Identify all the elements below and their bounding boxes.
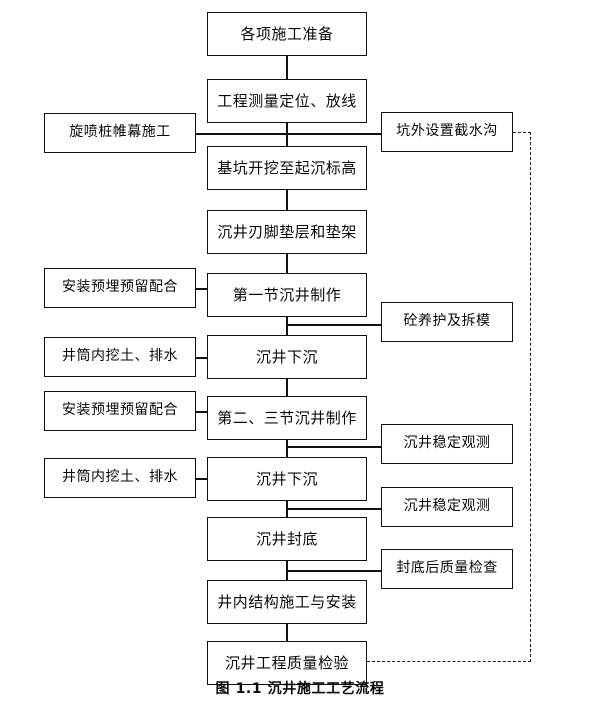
connector-main-to-seal-check [286,570,381,572]
flow-node-label: 沉井下沉 [255,347,318,366]
flow-node-caisson-section-2-3[interactable]: 第二、三节沉井制作 [207,396,367,440]
flow-node-label: 各项施工准备 [240,24,334,43]
aux-node-embedded-parts-1[interactable]: 安装预埋预留配合 [44,268,196,308]
aux-node-excavation-drainage-2[interactable]: 井筒内挖土、排水 [44,458,196,498]
flow-node-final-inspection[interactable]: 沉井工程质量检验 [207,641,367,685]
connector-main-to-monitoring2 [286,508,381,510]
flow-node-label: 第一节沉井制作 [232,285,342,304]
aux-node-label: 井筒内挖土、排水 [62,348,178,365]
flow-node-caisson-section-1[interactable]: 第一节沉井制作 [207,273,367,317]
flow-node-internal-structure[interactable]: 井内结构施工与安装 [207,580,367,624]
flow-node-label: 沉井刃脚垫层和垫架 [217,222,357,241]
aux-node-label: 旋喷桩帷幕施工 [69,124,171,141]
aux-node-label: 坑外设置截水沟 [396,123,498,140]
aux-node-stability-monitoring-2[interactable]: 沉井稳定观测 [381,487,513,527]
connector-prep-to-survey [286,56,288,79]
aux-node-concrete-curing[interactable]: 砼养护及拆模 [381,302,513,342]
aux-node-label: 砼养护及拆模 [403,313,491,330]
flow-node-label: 沉井封底 [255,529,318,548]
aux-node-excavation-drainage-1[interactable]: 井筒内挖土、排水 [44,337,196,377]
aux-node-label: 井筒内挖土、排水 [62,469,178,486]
aux-node-label: 沉井稳定观测 [403,498,491,515]
flow-node-prep[interactable]: 各项施工准备 [207,12,367,56]
aux-node-label: 安装预埋预留配合 [62,402,178,419]
flow-node-label: 基坑开挖至起沉标高 [217,158,357,177]
aux-node-label: 沉井稳定观测 [403,435,491,452]
connector-drainage1-to-sink1 [196,357,207,359]
figure-caption: 图 1.1 沉井施工工艺流程 [215,681,385,697]
aux-node-embedded-parts-2[interactable]: 安装预埋预留配合 [44,391,196,431]
flow-node-excavate[interactable]: 基坑开挖至起沉标高 [207,146,367,190]
connector-jet-grout-to-main [196,133,287,135]
connector-cushion-to-caisson1 [286,254,288,273]
connector-ditch-to-return-bus [513,132,531,133]
connector-excavate-to-cushion [286,190,288,210]
connector-drainage2-to-sink2 [196,478,207,480]
aux-node-jet-grout-curtain[interactable]: 旋喷桩帷幕施工 [44,113,196,153]
connector-main-to-monitoring1 [286,446,381,448]
flow-node-label: 井内结构施工与安装 [217,592,357,611]
flow-node-sinking-2[interactable]: 沉井下沉 [207,457,367,501]
connector-caisson23-to-sink2 [286,440,288,457]
connector-sink1-to-caisson23 [286,379,288,396]
flow-node-label: 工程测量定位、放线 [217,91,357,110]
flow-node-label: 第二、三节沉井制作 [217,408,357,427]
aux-node-post-sealing-quality-check[interactable]: 封底后质量检查 [381,549,513,589]
connector-curing-riser [286,317,288,326]
connector-structure-to-inspection [286,624,288,641]
connector-return-bus-to-inspection [367,661,531,662]
connector-main-to-ditch [287,133,381,135]
aux-node-label: 安装预埋预留配合 [62,279,178,296]
flow-node-cushion[interactable]: 沉井刃脚垫层和垫架 [207,210,367,254]
connector-return-bus-vertical [530,132,531,662]
flow-node-bottom-sealing[interactable]: 沉井封底 [207,517,367,561]
connector-embedded1-to-caisson1 [196,288,207,290]
connector-caisson1-to-sink1 [286,317,288,335]
flow-node-survey[interactable]: 工程测量定位、放线 [207,79,367,123]
flow-node-sinking-1[interactable]: 沉井下沉 [207,335,367,379]
flow-node-label: 沉井下沉 [255,469,318,488]
connector-embedded2-to-caisson23 [196,411,207,413]
aux-node-label: 封底后质量检查 [396,560,498,577]
aux-node-intercepting-ditch[interactable]: 坑外设置截水沟 [381,112,513,152]
aux-node-stability-monitoring-1[interactable]: 沉井稳定观测 [381,424,513,464]
connector-main-to-curing [286,324,381,326]
flow-node-label: 沉井工程质量检验 [224,653,349,672]
